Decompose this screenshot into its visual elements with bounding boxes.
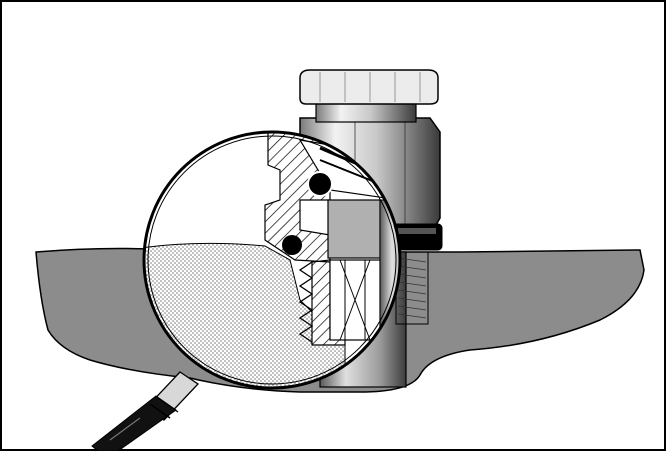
thread-teeth: [298, 261, 314, 343]
o-ring-lower: [282, 235, 302, 255]
cap-icon: [299, 69, 439, 105]
magnifier-lens: [142, 130, 402, 390]
inner-shank: [327, 199, 381, 259]
shank-thread-lines: [397, 257, 427, 319]
magnifier-icon: [91, 371, 200, 451]
magnified-section: [144, 132, 400, 388]
o-ring-upper: [307, 171, 333, 197]
